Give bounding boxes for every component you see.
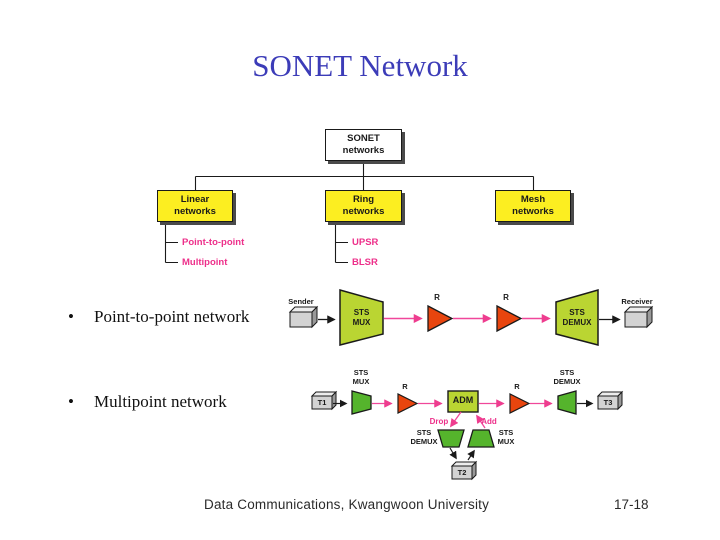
add-mux-trapezoid: [467, 429, 495, 448]
drop-arrow: [450, 411, 462, 428]
sender-label: Sender: [288, 297, 314, 306]
repeater1-triangle: [427, 304, 454, 333]
bullet-multipoint: • Multipoint network: [68, 392, 227, 412]
bullet-point-to-point: • Point-to-point network: [68, 307, 250, 327]
footer-text: Data Communications, Kwangwoon Universit…: [204, 497, 490, 512]
sts-mux-trapezoid: [339, 289, 384, 346]
leaf-upsr: UPSR: [352, 237, 379, 248]
mp-mux-trapezoid: [351, 390, 372, 415]
repeater2-label: R: [503, 293, 509, 302]
repeater4-triangle: [509, 393, 531, 414]
bullet-icon: •: [68, 392, 74, 411]
drop-demux-trapezoid: [437, 429, 465, 448]
mp-demux-trapezoid: [557, 390, 577, 415]
mp-mux-top-label: STS MUX: [352, 368, 370, 386]
tree-node-linear-networks: Linear networks: [157, 190, 233, 222]
sts-demux-label: STS DEMUX: [562, 308, 592, 327]
bullet-text: Multipoint network: [94, 392, 227, 411]
sender-cube: [288, 305, 319, 329]
tree-node-ring-networks: Ring networks: [325, 190, 402, 222]
drop-demux-label: STS DEMUX: [410, 428, 438, 446]
repeater1-label: R: [434, 293, 440, 302]
add-arrow: [476, 414, 486, 429]
leaf-blsr: BLSR: [352, 257, 378, 268]
linear-leaf-connectors: [164, 222, 178, 264]
sts-demux-trapezoid: [555, 289, 599, 346]
sts-mux-label: STS MUX: [352, 308, 371, 327]
t3-label: T3: [603, 398, 613, 407]
repeater3-triangle: [397, 393, 419, 414]
receiver-label: Receiver: [621, 297, 653, 306]
t2-to-mux-arrow: [467, 449, 475, 461]
demux-to-t2-arrow: [449, 447, 457, 460]
adm-box: [447, 390, 479, 413]
repeater4-label: R: [514, 382, 520, 391]
add-mux-label: STS MUX: [497, 428, 515, 446]
t3-cube: [596, 390, 624, 411]
leaf-multipoint: Multipoint: [182, 257, 228, 268]
add-label: Add: [481, 417, 497, 426]
receiver-cube: [623, 305, 654, 329]
t2-label: T2: [457, 468, 467, 477]
bullet-icon: •: [68, 307, 74, 326]
ring-leaf-connectors: [334, 222, 348, 264]
adm-label: ADM: [452, 395, 474, 405]
repeater2-triangle: [496, 304, 523, 333]
t2-cube: [450, 460, 478, 481]
tree-root-sonet-networks: SONET networks: [325, 129, 402, 161]
t1-cube: [310, 390, 338, 411]
bullet-text: Point-to-point network: [94, 307, 250, 326]
tree-connector-lines: [194, 161, 535, 190]
drop-label: Drop: [429, 417, 449, 426]
tree-node-mesh-networks: Mesh networks: [495, 190, 571, 222]
t1-label: T1: [317, 398, 327, 407]
page-title: SONET Network: [252, 48, 468, 83]
footer-page-number: 17-18: [614, 497, 649, 512]
mp-demux-top-label: STS DEMUX: [553, 368, 581, 386]
leaf-point-to-point: Point-to-point: [182, 237, 245, 248]
repeater3-label: R: [402, 382, 408, 391]
